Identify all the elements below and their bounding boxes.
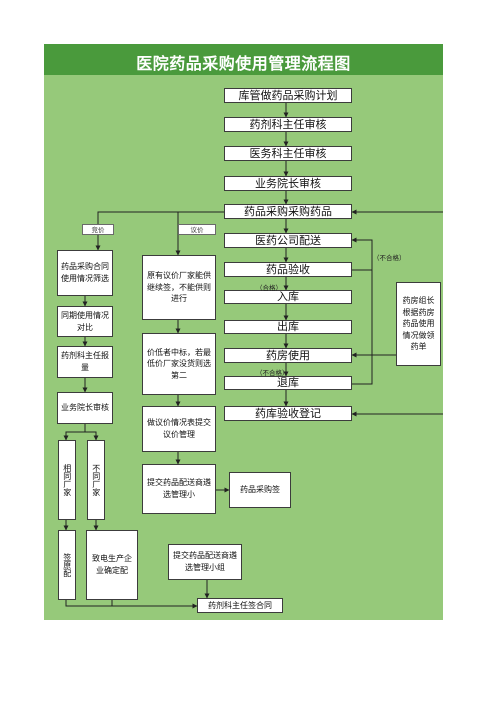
step-warehousing: 入库: [224, 290, 352, 304]
step-return: 退库: [224, 376, 352, 390]
branch-contact-manufacturer: 致电生产企业确定配: [86, 530, 138, 600]
submit-selection-group: 提交药品配送商遴选管理小组: [168, 544, 242, 580]
step-inspection: 药品验收: [224, 262, 352, 277]
note-unqualified-2: （不合格）: [256, 369, 289, 377]
step-vice-president-review: 业务院长审核: [224, 176, 352, 191]
mid-price-table: 做议价情况表提交议价管理: [142, 406, 216, 452]
title-banner: 医院药品采购使用管理流程图: [44, 44, 443, 75]
note-qualified: （合格）: [256, 284, 282, 292]
step-distribution: 医药公司配送: [224, 233, 352, 248]
step-medical-director-review: 医务科主任审核: [224, 146, 352, 161]
purchase-sign-box: 药品采购签: [229, 472, 291, 508]
tag-negotiate: 议价: [178, 224, 216, 235]
step-register: 药库验收登记: [224, 406, 352, 421]
step-pharmacy-use: 药房使用: [224, 348, 352, 363]
mid-renew-contract: 原有议价厂家能供继续签，不能供则进行: [142, 255, 216, 320]
left-vp-review: 业务院长审核: [57, 392, 113, 424]
left-director-report: 药剂科主任报量: [57, 346, 113, 378]
pharmacy-leader-requisition: 药房组长根据药房药品使用情况做领药单: [396, 282, 441, 366]
note-unqualified-1: （不合格）: [373, 254, 406, 262]
mid-submit-distributor: 提交药品配送商遴选管理小: [142, 464, 216, 514]
final-sign-contract: 药剂科主任签合同: [197, 598, 283, 613]
branch-same-vendor: 相同厂家: [58, 440, 76, 520]
step-procurement: 药品采购采购药品: [224, 204, 352, 219]
left-contract-screening: 药品采购合同使用情况筛选: [57, 250, 113, 296]
branch-different-vendor: 不同厂家: [87, 440, 105, 520]
step-pharmacy-director-review: 药剂科主任审核: [224, 117, 352, 132]
branch-sign-original: 签原配: [58, 530, 76, 600]
step-outbound: 出库: [224, 320, 352, 334]
mid-lowest-bid: 价低者中标，若最低价厂家没货则选第二: [142, 333, 216, 395]
tag-bargain: 竞价: [82, 224, 114, 235]
left-period-comparison: 同期使用情况对比: [57, 306, 113, 337]
page-title: 医院药品采购使用管理流程图: [136, 54, 351, 73]
step-purchase-plan: 库管做药品采购计划: [224, 88, 352, 103]
